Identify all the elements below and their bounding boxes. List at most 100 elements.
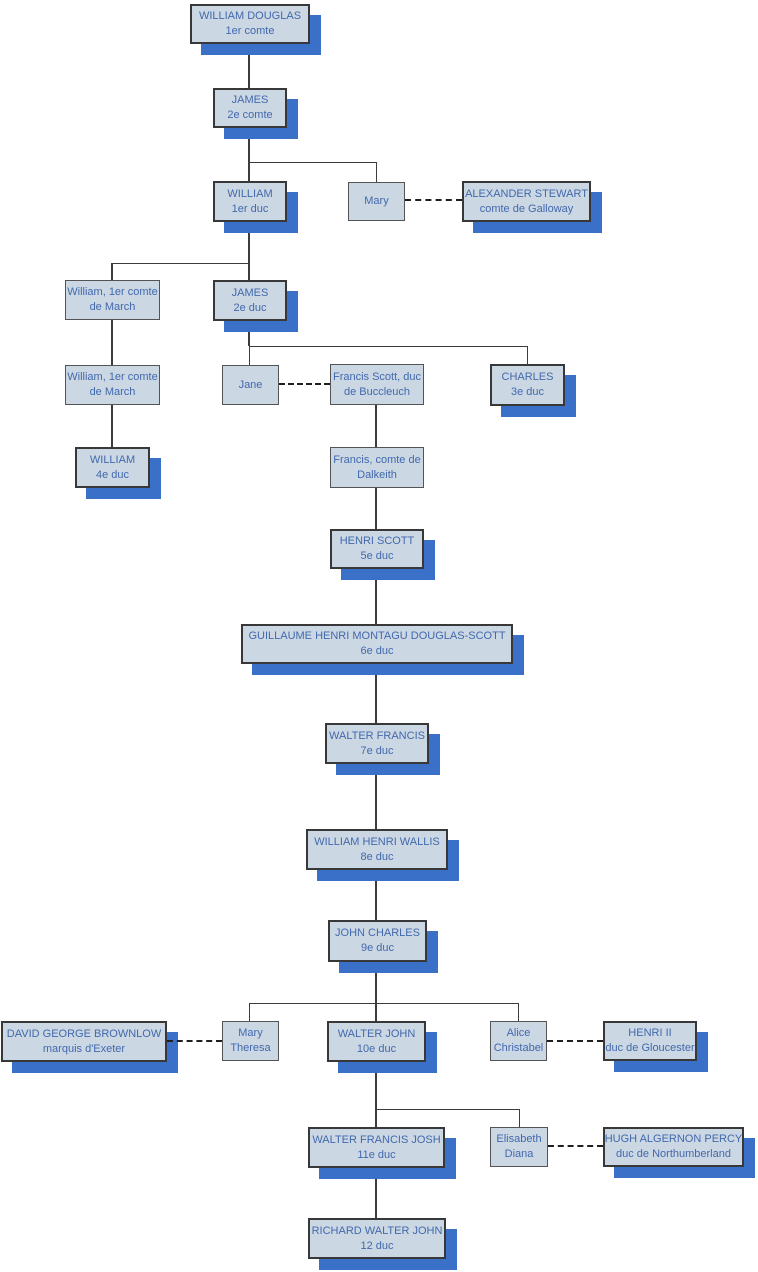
person-name: WALTER JOHN — [337, 1027, 416, 1040]
person-name: JAMES — [231, 286, 269, 299]
person-title: 5e duc — [360, 550, 394, 562]
person-title: Theresa — [230, 1042, 271, 1054]
person-title: 2e duc — [233, 301, 267, 314]
node-alexander-stewart[interactable]: ALEXANDER STEWART comte de Galloway — [462, 181, 591, 222]
person-title: duc de Northumberland — [616, 1148, 731, 1160]
node-william-1er-comte-de-march-a[interactable]: William, 1er comte de March — [65, 280, 160, 320]
person-name: WILLIAM DOUGLAS — [198, 10, 302, 22]
descent-line-vertical — [518, 1003, 519, 1021]
person-name: WILLIAM — [227, 187, 273, 200]
person-name: DAVID GEORGE BROWNLOW — [6, 1027, 162, 1040]
person-name: HENRI II — [628, 1027, 672, 1039]
node-henri-scott-5e-duc[interactable]: HENRI SCOTT 5e duc — [330, 529, 424, 569]
person-name: WILLIAM — [89, 453, 136, 466]
person-title: comte de Galloway — [479, 202, 574, 215]
descent-line-vertical — [375, 1062, 377, 1127]
descent-line-vertical — [375, 569, 377, 624]
descent-line-horizontal — [249, 346, 527, 347]
person-title: 12 duc — [360, 1239, 394, 1252]
node-walter-francis-josh-11e-duc[interactable]: WALTER FRANCIS JOSH 11e duc — [308, 1127, 445, 1168]
person-name: Jane — [238, 378, 263, 391]
person-name: CHARLES — [501, 371, 554, 383]
node-john-charles-9e-duc[interactable]: JOHN CHARLES 9e duc — [328, 920, 427, 962]
descent-line-vertical — [527, 346, 528, 364]
person-name: Francis Scott, duc — [332, 370, 422, 383]
descent-line-vertical — [375, 870, 377, 920]
descent-line-vertical — [248, 222, 250, 263]
descent-line-vertical — [249, 1003, 250, 1021]
person-name: WALTER FRANCIS JOSH — [312, 1133, 441, 1146]
node-walter-john-10e-duc[interactable]: WALTER JOHN 10e duc — [327, 1021, 426, 1062]
descent-line-vertical — [519, 1109, 520, 1127]
descent-line-vertical — [248, 162, 250, 181]
person-title: 4e duc — [95, 468, 130, 481]
person-name: HUGH ALGERNON PERCY — [604, 1133, 743, 1145]
node-jane[interactable]: Jane — [222, 365, 279, 405]
person-title: de March — [89, 386, 136, 398]
person-title: 1er comte — [225, 25, 275, 37]
person-title: Diana — [504, 1148, 534, 1160]
node-mary[interactable]: Mary — [348, 182, 405, 221]
marriage-dashed-line — [547, 1040, 603, 1042]
node-hugh-algernon-percy[interactable]: HUGH ALGERNON PERCY duc de Northumberland — [603, 1127, 744, 1167]
person-name: JOHN CHARLES — [335, 927, 420, 939]
person-title: 9e duc — [360, 942, 395, 954]
person-title: 10e duc — [356, 1042, 397, 1055]
descent-line-horizontal — [112, 263, 250, 264]
node-william-henri-wallis-8e-duc[interactable]: WILLIAM HENRI WALLIS 8e duc — [306, 829, 448, 870]
descent-line-vertical — [375, 664, 377, 723]
marriage-dashed-line — [405, 199, 462, 201]
descent-line-vertical — [111, 263, 113, 280]
descent-line-vertical — [248, 263, 250, 280]
person-title: de Buccleuch — [343, 385, 411, 398]
node-francis-scott-duc-de-buccleuch[interactable]: Francis Scott, duc de Buccleuch — [330, 364, 424, 405]
descent-line-horizontal — [249, 1003, 518, 1004]
person-title: Dalkeith — [357, 468, 397, 481]
descent-line-vertical — [375, 405, 377, 447]
person-title: 3e duc — [510, 386, 545, 398]
person-title: marquis d'Exeter — [42, 1042, 126, 1055]
person-name: WALTER FRANCIS — [329, 729, 425, 742]
person-title: 7e duc — [360, 744, 394, 757]
descent-line-vertical — [375, 1168, 377, 1218]
person-name: William, 1er comte — [67, 286, 158, 298]
person-name: ALEXANDER STEWART — [465, 187, 588, 200]
person-name: Mary — [238, 1027, 263, 1039]
descent-line-vertical — [375, 488, 377, 529]
descent-line-vertical — [248, 128, 250, 162]
person-name: HENRI SCOTT — [339, 535, 415, 547]
marriage-dashed-line — [548, 1145, 603, 1147]
person-title: 2e comte — [227, 109, 273, 121]
person-title: 11e duc — [357, 1148, 396, 1161]
descent-line-vertical — [375, 764, 377, 829]
marriage-dashed-line — [279, 383, 330, 385]
marriage-dashed-line — [167, 1040, 222, 1042]
node-charles-3e-duc[interactable]: CHARLES 3e duc — [490, 364, 565, 406]
node-walter-francis-7e-duc[interactable]: WALTER FRANCIS 7e duc — [325, 723, 429, 764]
descent-line-vertical — [249, 346, 250, 365]
person-name: Mary — [364, 195, 389, 207]
person-title: 8e duc — [360, 850, 394, 863]
person-name: WILLIAM HENRI WALLIS — [314, 835, 440, 848]
descent-line-vertical — [248, 44, 250, 88]
node-william-douglas-1er-comte[interactable]: WILLIAM DOUGLAS 1er comte — [190, 4, 310, 44]
node-william-1er-comte-de-march-b[interactable]: William, 1er comte de March — [65, 365, 160, 405]
person-name: William, 1er comte — [67, 371, 158, 383]
node-james-2e-duc[interactable]: JAMES 2e duc — [213, 280, 287, 321]
node-david-george-brownlow[interactable]: DAVID GEORGE BROWNLOW marquis d'Exeter — [1, 1021, 167, 1062]
person-name: Elisabeth — [496, 1133, 542, 1145]
descent-line-vertical — [111, 404, 113, 447]
descent-line-vertical — [111, 320, 113, 365]
node-william-4e-duc[interactable]: WILLIAM 4e duc — [75, 447, 150, 488]
person-title: de March — [89, 301, 136, 313]
